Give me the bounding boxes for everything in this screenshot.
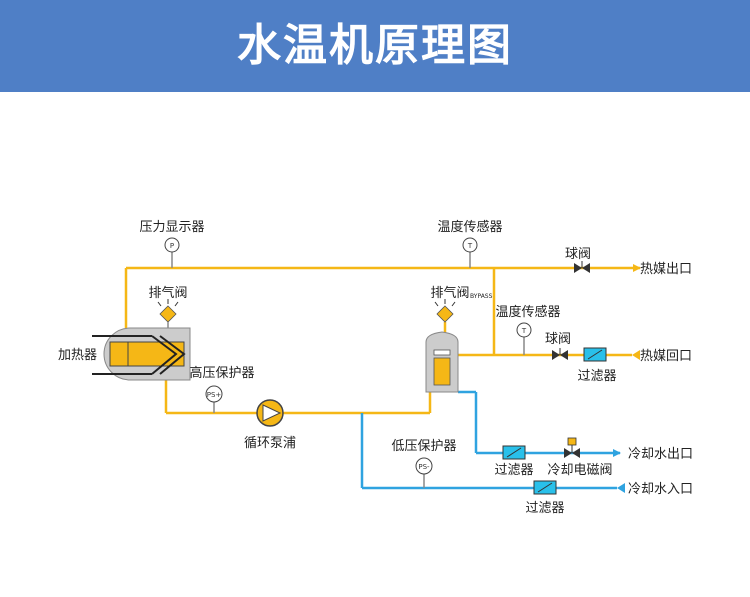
svg-text:PS-: PS-	[418, 463, 430, 471]
label-low-pressure: 低压保护器	[391, 439, 456, 454]
svg-text:PS+: PS+	[207, 391, 222, 399]
label-solenoid: 冷却电磁阀	[547, 463, 612, 478]
vent-valve-right	[434, 299, 456, 323]
pressure-gauge: P	[164, 237, 180, 268]
hot-media-return-arrow	[632, 350, 640, 360]
solenoid-valve	[564, 437, 580, 458]
title-banner	[0, 0, 750, 92]
label-pump: 循环泵浦	[244, 436, 296, 451]
svg-text:P: P	[170, 242, 174, 250]
vent-valve-left	[157, 299, 179, 328]
label-filter-return: 过滤器	[577, 369, 616, 384]
svg-text:T: T	[521, 327, 527, 335]
cooling-water-pipes	[360, 390, 621, 490]
label-ball-valve-top: 球阀	[565, 247, 591, 262]
cool-water-in-arrow	[617, 483, 625, 493]
pump-icon	[256, 399, 284, 427]
ball-valve-right	[552, 348, 568, 360]
label-cool-out: 冷却水出口	[628, 447, 693, 462]
label-vent-left: 排气阀	[148, 285, 187, 301]
label-ball-valve-right: 球阀	[545, 332, 571, 347]
ball-valve-top	[574, 261, 590, 273]
filter-cool-in	[533, 480, 557, 495]
label-cool-in: 冷却水入口	[628, 482, 693, 497]
label-vent-right: 排气阀	[430, 285, 469, 301]
label-high-pressure: 高压保护器	[189, 365, 254, 381]
page-title: 水温机原理图	[237, 20, 513, 71]
label-bypass: BYPASS	[470, 293, 493, 300]
label-filter-cool-out: 过滤器	[494, 463, 533, 478]
tank	[425, 331, 459, 393]
filter-return	[583, 347, 607, 362]
label-temp-sensor-top: 温度传感器	[437, 219, 502, 235]
filter-cool-out	[502, 445, 526, 460]
svg-text:T: T	[467, 242, 473, 250]
label-hot-media-out: 热媒出口	[640, 262, 692, 277]
low-pressure-switch: PS-	[415, 457, 433, 488]
label-filter-cool-in: 过滤器	[525, 501, 564, 516]
temp-sensor-right: T	[516, 322, 532, 355]
label-temp-sensor-right: 温度传感器	[495, 304, 560, 320]
label-pressure-display: 压力显示器	[139, 220, 204, 235]
label-heater: 加热器	[58, 348, 97, 363]
temp-sensor-top: T	[462, 237, 478, 268]
schematic-diagram: P T T PS+ PS-	[58, 219, 693, 516]
heater	[92, 327, 191, 381]
label-hot-media-return: 热媒回口	[640, 349, 692, 364]
high-pressure-switch: PS+	[205, 385, 223, 413]
